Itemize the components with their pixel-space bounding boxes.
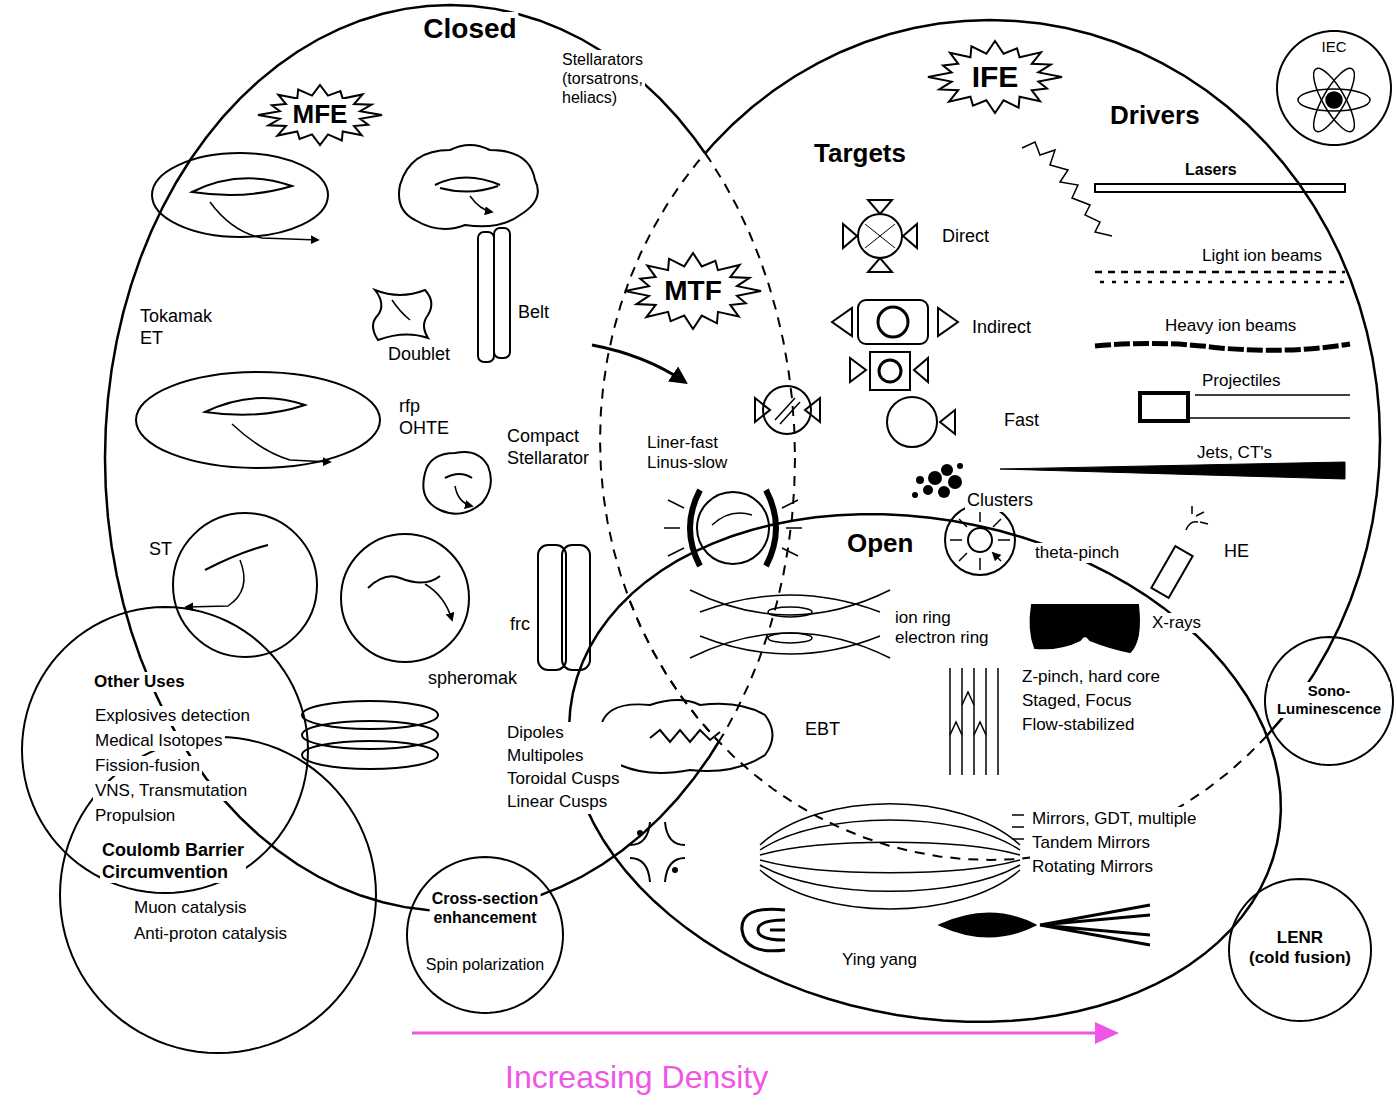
density-arrow	[412, 1022, 1119, 1044]
category-heading: IFE	[970, 59, 1021, 95]
category-heading: MFE	[291, 99, 350, 130]
list-item: Propulsion	[93, 806, 177, 826]
stellarator-icon	[399, 145, 538, 229]
liner-icon	[664, 490, 802, 566]
outline	[405, 855, 565, 1015]
concept-label: frc	[508, 614, 532, 636]
section-heading: Targets	[812, 138, 908, 169]
section-heading: Drivers	[1108, 100, 1202, 131]
indirect-target-icon	[832, 300, 958, 344]
iec-atom-icon	[1298, 63, 1370, 136]
concept-label: Indirect	[970, 317, 1033, 339]
region-heading: Open	[845, 528, 915, 559]
x-ray-icon	[1031, 605, 1139, 652]
explosive-icon	[1151, 506, 1208, 598]
belt-icon	[478, 228, 510, 362]
concept-label: theta-pinch	[1033, 543, 1121, 563]
concept-label: Jets, CT's	[1195, 443, 1274, 463]
concept-label: Direct	[940, 226, 991, 248]
axis-label: Increasing Density	[503, 1058, 770, 1096]
concept-label: ST	[147, 539, 174, 561]
list-item: Muon catalysis	[132, 898, 248, 918]
region-heading: Closed	[421, 12, 518, 46]
light-ion-beam-icon	[1095, 272, 1345, 282]
starburst: IFE	[925, 38, 1065, 116]
circle-title: IEC	[1319, 38, 1348, 56]
rfp-icon	[136, 372, 380, 468]
laser-rod	[1095, 184, 1345, 192]
z-pinch-icon	[950, 668, 998, 775]
circle-title: Coulomb Barrier Circumvention	[100, 840, 246, 883]
dipole-rings-icon	[302, 701, 438, 769]
theta-pinch-icon	[945, 505, 1015, 575]
concept-label: Heavy ion beams	[1163, 316, 1298, 336]
concept-label: Mirrors, GDT, multiple Tandem Mirrors Ro…	[1030, 807, 1198, 878]
circle-title: Sono-Luminescence	[1268, 682, 1390, 718]
cusp-icon	[630, 822, 685, 882]
concept-label: Doublet	[386, 344, 452, 366]
cluster-icon	[912, 463, 963, 498]
concept-label: Light ion beams	[1200, 246, 1324, 266]
topic-circle: Cross-section enhancementSpin polarizati…	[405, 855, 565, 1015]
concept-label: Liner-fast Linus-slow	[645, 433, 729, 474]
concept-label: Ying yang	[840, 950, 919, 970]
ebt-icon	[600, 700, 773, 773]
concept-label: Dipoles Multipoles Toroidal Cusps Linear…	[505, 722, 621, 814]
concept-label: Clusters	[965, 490, 1035, 512]
topic-circle: LENR (cold fusion)	[1228, 878, 1372, 1022]
circle-title: LENR (cold fusion)	[1247, 928, 1353, 969]
jet-icon	[1000, 462, 1345, 479]
concept-label: rfp OHTE	[397, 396, 451, 439]
concept-label: Compact Stellarator	[505, 426, 591, 469]
indirect-target-icon	[850, 352, 928, 390]
spherical-tokamak-icon	[173, 513, 317, 657]
concept-label: EBT	[803, 719, 842, 741]
concept-label: HE	[1222, 541, 1251, 563]
outline	[555, 505, 1295, 1030]
direct-target-icon	[843, 200, 917, 272]
category-heading: MTF	[662, 274, 724, 308]
compact-stellarator-icon	[423, 452, 491, 514]
heavy-ion-beam-icon	[1095, 343, 1350, 350]
list-item: Anti-proton catalysis	[132, 924, 289, 944]
mirror-field-lines	[760, 804, 1024, 909]
concept-label: ion ring electron ring	[893, 608, 991, 649]
circle-title: Cross-section enhancement	[430, 889, 541, 927]
doublet-icon	[373, 290, 431, 340]
fast-target-icon	[887, 397, 955, 447]
concept-label: Lasers	[1183, 160, 1239, 179]
laser-beam-icon	[1022, 142, 1112, 236]
topic-circle: Sono-Luminescence	[1264, 636, 1394, 766]
concept-label: X-rays	[1150, 613, 1203, 633]
list-item: Spin polarization	[424, 955, 546, 974]
concept-label: Projectiles	[1200, 371, 1282, 391]
transition-arrow	[592, 345, 685, 382]
ion-ring-icon	[690, 590, 890, 658]
concept-label: spheromak	[426, 668, 519, 690]
projectile-icon	[1140, 393, 1350, 421]
concept-label: Stellarators (torsatrons, heliacs)	[560, 50, 645, 108]
starburst: MFE	[255, 82, 385, 148]
list-item: Medical Isotopes	[93, 731, 225, 751]
spheromak-icon	[341, 534, 469, 662]
tokamak-icon	[152, 153, 328, 240]
list-item: Explosives detection	[93, 706, 252, 726]
starburst: MTF	[622, 250, 764, 332]
concept-label: Tokamak ET	[138, 306, 214, 349]
region-ellipse: Open	[555, 505, 1295, 1030]
list-item: Fission-fusion	[93, 756, 202, 776]
tandem-mirror-icon	[940, 905, 1150, 945]
topic-circle: IEC	[1276, 30, 1392, 146]
list-item: VNS, Transmutation	[93, 781, 249, 801]
concept-label: Fast	[1002, 410, 1041, 432]
concept-label: Z-pinch, hard core Staged, Focus Flow-st…	[1020, 665, 1162, 736]
frc-icon	[538, 545, 590, 670]
circle-title: Other Uses	[92, 672, 187, 692]
mtf-target-icon	[755, 386, 820, 434]
ying-yang-icon	[742, 909, 785, 951]
concept-label: Belt	[516, 302, 551, 324]
